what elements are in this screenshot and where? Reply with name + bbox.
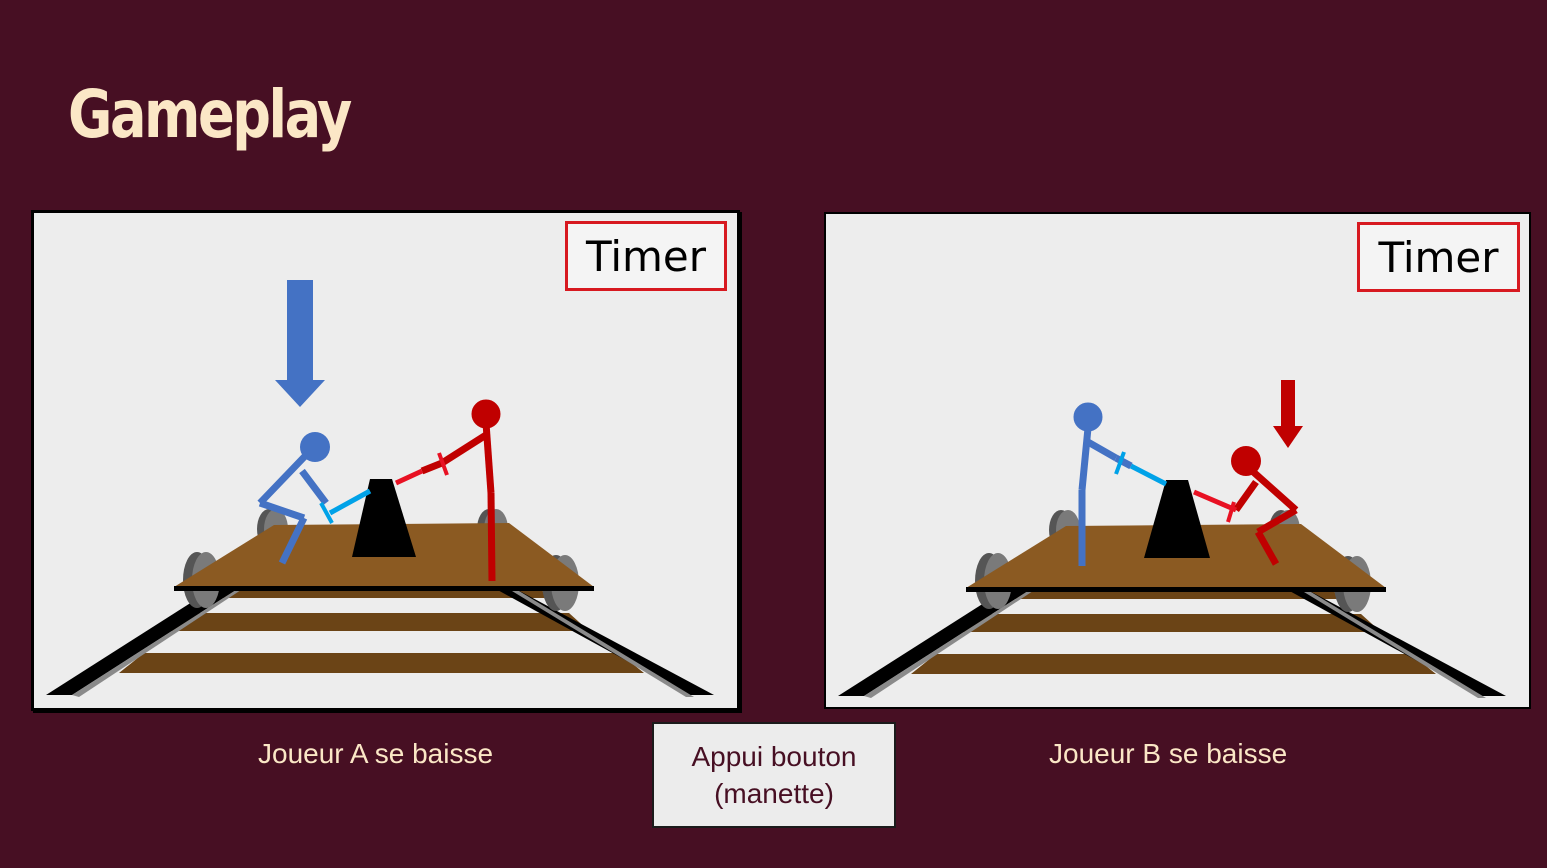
pump-base — [352, 479, 416, 557]
scene-illustration-a — [46, 280, 714, 697]
action-line-1: Appui bouton — [691, 741, 857, 772]
timer-display: Timer — [1357, 222, 1520, 292]
game-screen-player-a: Timer — [31, 210, 740, 711]
game-screen-player-b: Timer — [824, 212, 1531, 709]
action-line-2: (manette) — [714, 778, 834, 809]
slide-title: Gameplay — [68, 76, 352, 153]
timer-display: Timer — [565, 221, 727, 291]
arrow-down-icon — [1273, 380, 1303, 448]
pump-base — [1144, 480, 1210, 558]
caption-player-b: Joueur B se baisse — [1049, 738, 1288, 769]
scene-illustration-b — [838, 380, 1506, 698]
railway-track — [46, 583, 714, 697]
player-a-figure — [1073, 402, 1133, 566]
caption-player-a: Joueur A se baisse — [258, 738, 494, 769]
arrow-down-icon — [275, 280, 325, 407]
player-b-figure — [420, 399, 501, 582]
railway-track — [838, 584, 1506, 698]
action-button-press-box: Appui bouton (manette) — [652, 722, 896, 828]
player-b-figure — [1231, 446, 1299, 566]
player-a-figure — [257, 432, 330, 565]
